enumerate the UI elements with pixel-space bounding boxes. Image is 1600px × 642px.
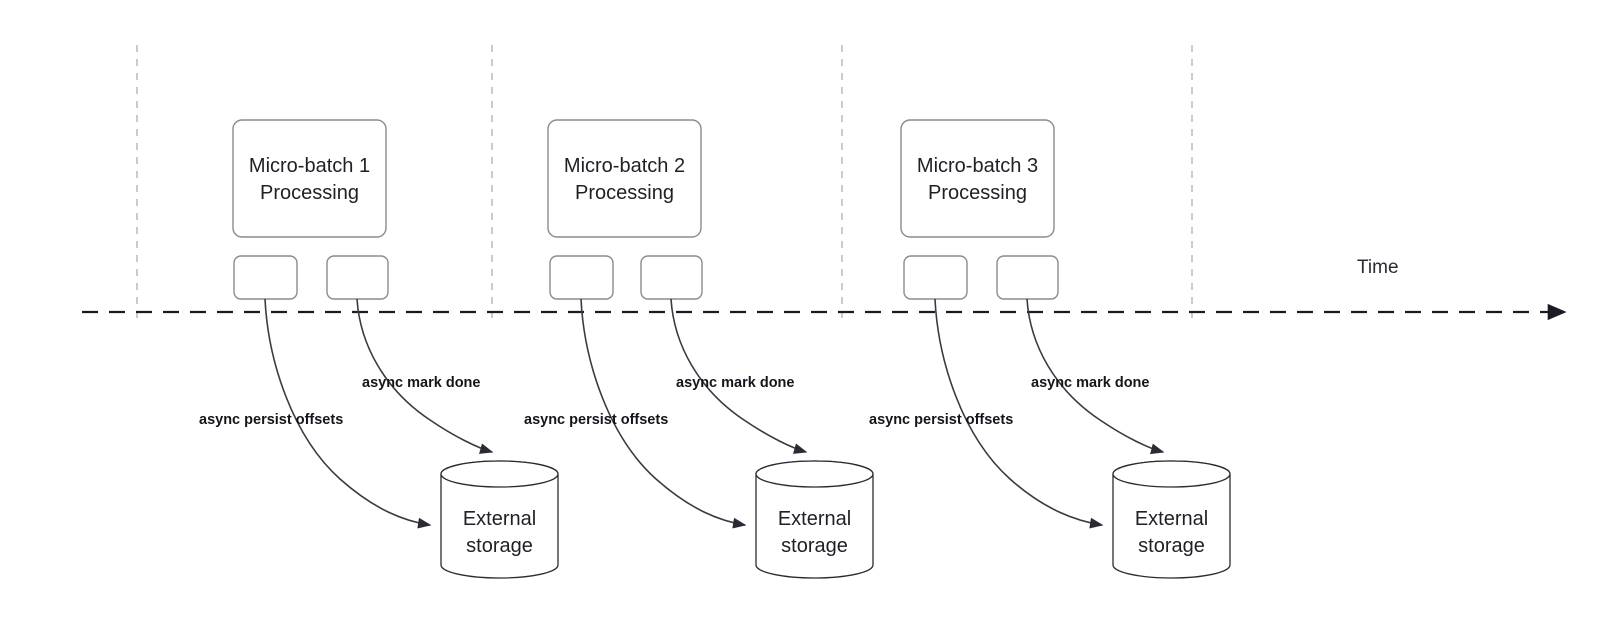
cylinder-top-ellipse (755, 460, 874, 488)
micro-batch-box[interactable] (547, 119, 702, 238)
mini-box-persist[interactable] (233, 255, 298, 300)
external-storage-label-line2: storage (1138, 535, 1205, 557)
micro-batch-label-line2: Processing (928, 182, 1027, 204)
micro-batch-box[interactable] (232, 119, 387, 238)
async-mark-done-arrow (670, 298, 808, 454)
mini-box-persist[interactable] (549, 255, 614, 300)
async-persist-offsets-arrow (580, 298, 747, 529)
mini-box-mark[interactable] (640, 255, 703, 300)
micro-batch-label-line2: Processing (260, 182, 359, 204)
cylinder-top-ellipse (1112, 460, 1231, 488)
mini-box-mark[interactable] (326, 255, 389, 300)
external-storage-label-line1: External (778, 508, 851, 530)
persist-label: async persist offsets (869, 412, 1013, 428)
async-mark-done-arrow (356, 298, 494, 454)
mark-label: async mark done (362, 375, 480, 391)
async-mark-done-arrow (1026, 298, 1165, 455)
persist-label: async persist offsets (199, 412, 343, 428)
mini-box-mark[interactable] (996, 255, 1059, 300)
async-persist-offsets-arrow (934, 298, 1104, 529)
micro-batch-label-line1: Micro-batch 2 (564, 155, 685, 177)
external-storage-label-line2: storage (781, 535, 848, 557)
micro-batch-label-line1: Micro-batch 1 (249, 155, 370, 177)
persist-label: async persist offsets (524, 412, 668, 428)
cylinder-top-ellipse (440, 460, 559, 488)
mini-box-persist[interactable] (903, 255, 968, 300)
mark-label: async mark done (676, 375, 794, 391)
micro-batch-label-line1: Micro-batch 3 (917, 155, 1038, 177)
micro-batch-label-line2: Processing (575, 182, 674, 204)
async-persist-offsets-arrow (264, 298, 432, 529)
external-storage-label-line2: storage (466, 535, 533, 557)
separator-lines (136, 45, 1193, 325)
external-storage-label-line1: External (463, 508, 536, 530)
time-axis: Time (82, 257, 1567, 321)
micro-batch-box[interactable] (900, 119, 1055, 238)
mark-label: async mark done (1031, 375, 1149, 391)
time-axis-label: Time (1357, 257, 1399, 278)
external-storage-label-line1: External (1135, 508, 1208, 530)
